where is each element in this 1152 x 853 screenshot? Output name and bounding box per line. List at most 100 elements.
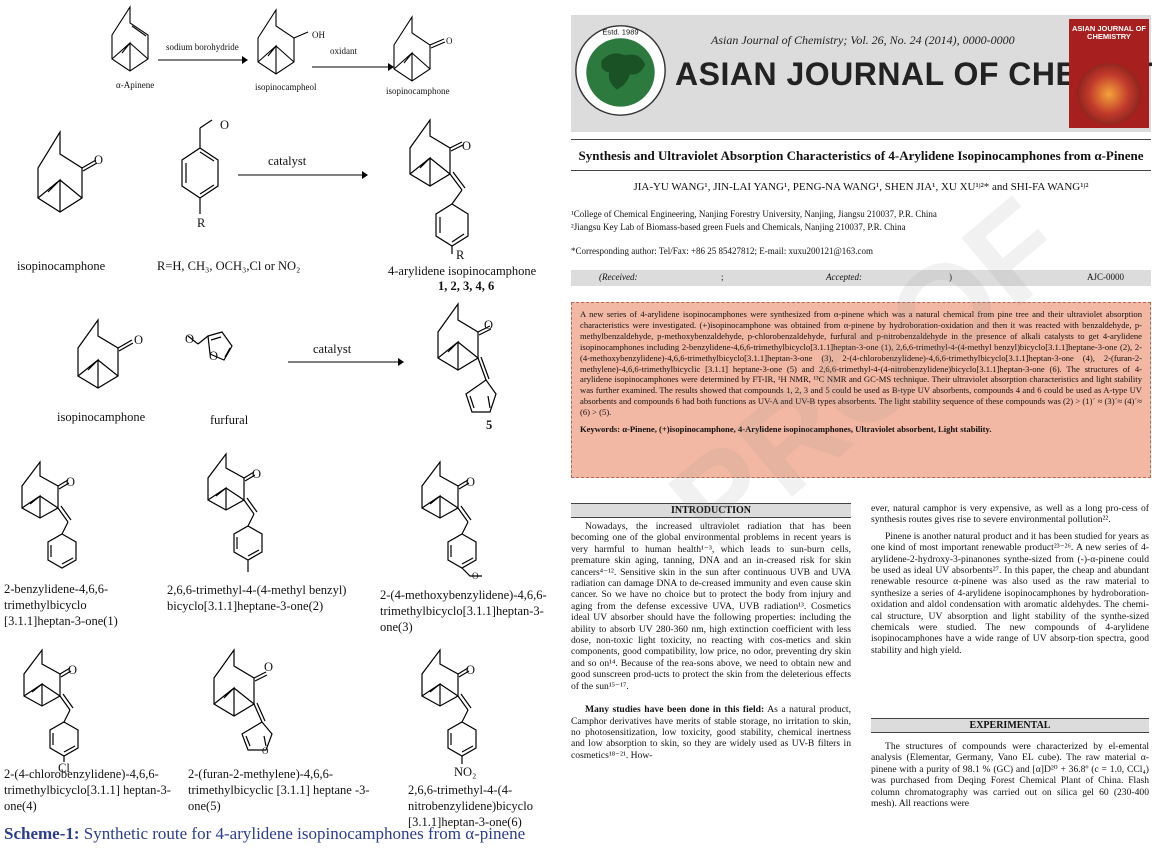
isopinocamphone-label-3: isopinocamphone [57,410,146,424]
scheme-caption-label: Scheme-1: [4,824,80,843]
compound-1-name: 2-benzylidene-4,6,6-trimethylbicyclo [3.… [4,582,118,628]
scheme-caption-text: Synthetic route for 4-arylidene isopinoc… [79,824,526,843]
logo-est-text: Estd. 1989 [602,27,638,36]
paper-title: Synthesis and Ultraviolet Absorption Cha… [578,148,1144,163]
introduction-column: Nowadays, the increased ultraviolet radi… [571,521,851,761]
journal-cover-image: ASIAN JOURNAL OF CHEMISTRY [1069,19,1149,128]
accepted-close: ) [949,272,952,282]
accepted-label: Accepted: [826,272,862,282]
hydroxyl-label: OH [312,30,325,40]
isopinocamphone-label-1: isopinocamphone [386,86,450,96]
experimental-paragraph-1: The structures of compounds were charact… [871,741,1149,810]
paper-authors: JIA-YU WANG¹, JIN-LAI YANG¹, PENG-NA WAN… [633,181,1089,193]
compound-3-name: 2-(4-methoxybenzylidene)-4,6,6-trimethyl… [380,588,547,634]
abstract-text: A new series of 4-arylidene isopinocamph… [580,309,1142,418]
compound-5-name: 2-(furan-2-methylene)-4,6,6-trimethylbic… [188,767,370,813]
keywords-label: Keywords: [580,424,621,435]
title-rule-bottom [571,170,1151,171]
compound-5-number: 5 [486,418,493,432]
introduction-heading: INTRODUCTION [571,503,851,518]
isopinocamphone-structure-2 [37,129,98,213]
cover-artwork [1077,63,1141,125]
isopinocamphone-structure-1 [393,15,446,82]
paper-page: Estd. 1989 Asian Journal of Chemistry; V… [566,0,1152,853]
reaction-arrow-4 [288,358,404,366]
cover-title: ASIAN JOURNAL OF CHEMISTRY [1071,24,1147,41]
corresponding-author: *Corresponding author: Tel/Fax: +86 25 8… [571,246,874,256]
carbonyl-oxygen-label: O [94,153,104,167]
carbonyl-oxygen-label: O [66,475,76,489]
reaction-arrow-2 [312,63,394,71]
right-paragraph-1: ever, natural camphor is very expensive,… [871,503,1149,526]
compound-4-structure [23,648,79,762]
journal-logo-icon: Estd. 1989 [575,25,666,116]
furan-oxygen-label: O [209,349,219,363]
received-label: (Received: [599,272,638,282]
carbonyl-oxygen-label: O [484,318,494,332]
scheme-caption: Scheme-1: Synthetic route for 4-aryliden… [4,824,525,844]
keywords-line: Keywords: α-Pinene, (+)isopinocamphone, … [580,424,1142,435]
r-substituent-label: R [456,248,465,262]
intro-paragraph-1: Nowadays, the increased ultraviolet radi… [571,521,851,692]
carbonyl-oxygen-label: O [466,475,476,489]
reaction-arrow-3 [238,171,368,179]
intro-paragraph-2: Many studies have been done in this fiel… [571,704,851,761]
alpha-pinene-structure [111,5,149,72]
right-paragraph-2: Pinene is another natural product and it… [871,530,1149,656]
compound-6-name: 2,6,6-trimethyl-4-(4-nitrobenzylidene)bi… [408,783,533,829]
reagent-oxidant: oxidant [330,46,357,56]
carbonyl-oxygen-label: O [68,663,78,677]
catalyst-label-2: catalyst [313,342,352,356]
compound-4-name: 2-(4-chlorobenzylidene)-4,6,6-trimethylb… [4,767,171,813]
received-semicolon: ; [721,272,724,282]
furfural-label: furfural [210,413,249,427]
furan-product-structure [437,302,497,413]
aldehyde-oxygen-label: O [220,118,230,132]
intro-paragraph-2-lead: Many studies have been done in this fiel… [585,704,765,716]
r-substituent-label: R [197,216,206,230]
alpha-pinene-label: α-Apinene [116,80,155,90]
arylidene-product-label: 4-arylidene isopinocamphone [388,264,537,278]
carbonyl-oxygen-label: O [466,663,476,677]
compound-3-structure [421,460,482,577]
product-numbers-label: 1, 2, 3, 4, 6 [438,279,495,293]
carbonyl-oxygen-label: O [264,660,274,674]
carbonyl-oxygen-label: O [134,333,144,347]
scheme-panel: α-Apinene sodium borohydride OH isopinoc… [0,0,565,853]
abstract-box: A new series of 4-arylidene isopinocamph… [571,302,1151,478]
compound-1-structure [21,460,77,569]
furfural-structure [187,331,233,361]
compound-2-structure [207,452,263,572]
r-group-definition: R=H, CH₃, OCH₃,Cl or NO₂ [157,259,301,273]
keywords-text: α-Pinene, (+)isopinocamphone, 4-Aryliden… [620,424,992,435]
furan-oxygen-label: O [262,746,269,756]
received-accepted-bar: (Received: ; Accepted: ) AJC-0000 [571,270,1151,286]
affiliation-2: ²Jiangsu Key Lab of Biomass-based green … [571,222,906,232]
journal-volume-info: Asian Journal of Chemistry; Vol. 26, No.… [711,33,1015,47]
aldehyde-oxygen-label: O [185,332,195,346]
carbonyl-oxygen-label: O [252,467,262,481]
compound-6-structure [421,648,477,764]
methoxy-oxygen-label: O [472,571,479,581]
catalyst-label-1: catalyst [268,154,307,168]
journal-header: Estd. 1989 Asian Journal of Chemistry; V… [571,15,1152,132]
intro-paragraph-2-text: As a natural product, Camphor derivative… [571,704,851,761]
isopinocamphone-label-2: isopinocamphone [17,259,106,273]
reaction-arrow-1 [158,56,248,64]
isopinocampheol-label: isopinocampheol [255,82,317,92]
nitro-label: NO₂ [454,765,477,779]
compound-2-name: 2,6,6-trimethyl-4-(4-methyl benzyl) bicy… [167,583,347,613]
reagent-sodium-borohydride: sodium borohydride [166,42,239,52]
experimental-column: The structures of compounds were charact… [871,741,1149,809]
affiliation-1: ¹College of Chemical Engineering, Nanjin… [571,209,937,219]
right-column: ever, natural camphor is very expensive,… [871,503,1149,656]
carbonyl-oxygen-label: O [462,139,472,153]
title-rule-top [571,139,1151,140]
arylidene-product-structure [409,118,469,254]
aryl-aldehyde-structure [181,119,219,214]
chloro-label: Cl [58,761,70,775]
article-code: AJC-0000 [1087,272,1125,282]
isopinocamphone-structure-3 [77,318,134,389]
compound-5-structure [213,648,273,751]
isopinocampheol-structure [257,8,309,75]
